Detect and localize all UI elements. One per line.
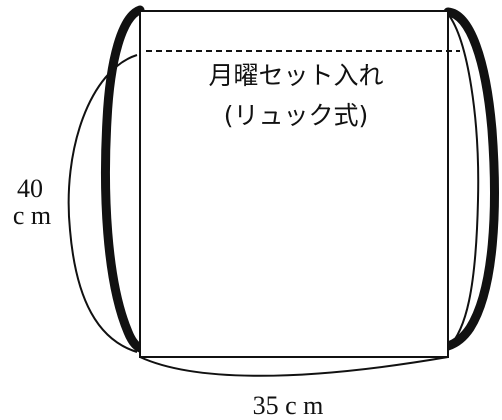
height-value: 40 <box>17 174 43 203</box>
left-strap-thin <box>67 54 138 353</box>
right-strap-thick <box>443 7 499 351</box>
bag-body <box>139 10 449 358</box>
bag-title-line1: 月曜セット入れ <box>208 61 383 90</box>
bag-title-line2: (リュック式) <box>224 101 369 130</box>
right-strap-thin <box>447 13 480 349</box>
left-strap-thick <box>101 5 145 353</box>
width-label: 35 c m <box>253 391 324 420</box>
bag-bottom-curve <box>139 356 449 377</box>
height-unit: c m <box>13 201 51 230</box>
